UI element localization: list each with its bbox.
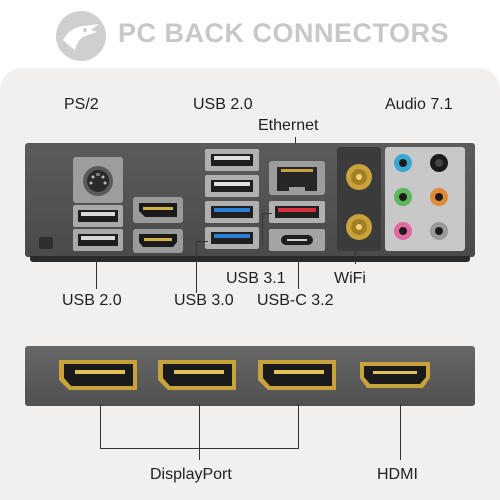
displayport-1-icon [59,360,137,390]
displayport-2-icon [158,360,236,390]
usb20-top-ports-icon [205,149,259,197]
label-ethernet: Ethernet [258,117,319,134]
hdmi-small-port-icon [133,229,183,253]
label-usbc: USB-C 3.2 [257,292,334,309]
label-hdmi: HDMI [377,466,418,483]
page-title: PC BACK CONNECTORS [118,18,450,48]
wifi-antenna-connectors-icon [337,147,381,251]
usb31-leader-horizontal [262,213,272,214]
hdmi-port-icon [360,362,430,388]
hdmi-leader-line [400,404,401,460]
bird-head-logo-icon [55,10,107,62]
label-usb20-top: USB 2.0 [193,96,253,113]
usb20-left-port-icon [73,205,123,251]
io-panel-edge [30,256,470,262]
label-usb31: USB 3.1 [226,270,286,287]
dp-leader-left [100,404,101,448]
label-audio: Audio 7.1 [385,96,453,113]
usb30-leader-vertical [196,241,197,293]
dp-leader-middle [199,404,200,460]
usb31-port-icon [269,201,325,223]
audio-jacks-icon [385,147,465,251]
header: PC BACK CONNECTORS [0,0,500,68]
usb30-ports-icon [205,201,259,249]
label-usb20-bottom: USB 2.0 [62,292,122,309]
ps2-port-icon [73,157,123,203]
usb20-bottom-leader-line [96,257,97,289]
bios-button-icon [39,237,53,249]
dp-leader-horizontal [100,448,299,449]
usbc-leader-line [298,257,299,289]
ethernet-port-icon [269,161,325,195]
displayport-3-icon [258,360,336,390]
displayport-small-port-icon [133,197,183,223]
usbc-port-icon [269,229,325,251]
label-ps2: PS/2 [64,96,99,113]
io-panel-main [25,143,475,257]
usb30-leader-horizontal [196,241,208,242]
label-displayport: DisplayPort [150,466,232,483]
wifi-leader-line [355,250,356,264]
dp-leader-right [298,404,299,448]
usb31-leader-vertical [262,213,263,245]
label-usb30: USB 3.0 [174,292,234,309]
diagram-background [0,68,500,500]
io-panel-gpu [25,346,475,406]
label-wifi: WiFi [334,270,366,287]
